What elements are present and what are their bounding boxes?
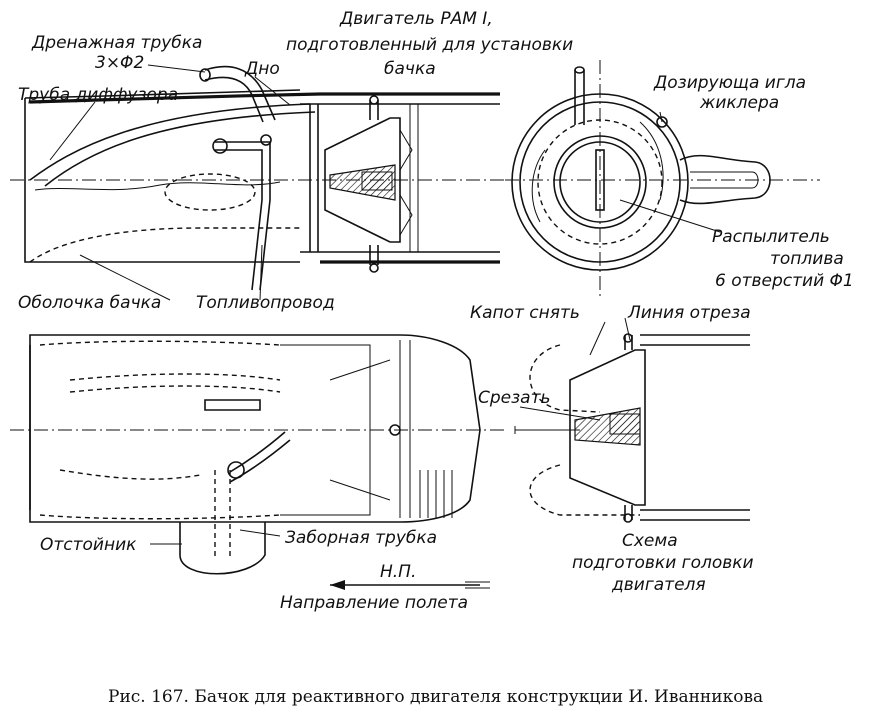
engine-head-scheme <box>514 333 750 523</box>
label-metering-needle-2: жиклера <box>699 93 779 113</box>
label-np: Н.П. <box>380 562 416 582</box>
label-cut-off: Срезать <box>478 388 551 408</box>
label-bottom: Дно <box>244 59 280 79</box>
label-engine-title-2: подготовленный для установки <box>286 35 573 55</box>
label-atomizer-2: топлива <box>770 249 844 269</box>
label-diffuser-tube: Труба диффузора <box>18 85 178 105</box>
label-metering-needle-1: Дозирующа игла <box>653 73 806 93</box>
label-remove-cowl: Капот снять <box>470 303 580 323</box>
label-scheme-1: Схема <box>622 531 678 551</box>
tank-side-view <box>10 65 505 291</box>
label-fuel-line: Топливопровод <box>196 293 335 313</box>
label-tank-shell: Оболочка бачка <box>18 293 161 313</box>
label-cut-line: Линия отреза <box>627 303 751 323</box>
label-atomizer-1: Распылитель <box>712 227 830 247</box>
flight-direction-arrow <box>330 580 490 590</box>
label-drain-tube: Дренажная трубка <box>31 33 202 53</box>
label-atomizer-3: 6 отверстий Φ1 <box>715 271 854 291</box>
label-scheme-3: двигателя <box>611 575 706 595</box>
leader-lines <box>49 64 721 545</box>
label-engine-title-3: бачка <box>384 59 436 79</box>
tank-front-view <box>505 60 820 300</box>
label-flight-direction: Направление полета <box>280 593 468 613</box>
label-intake-tube: Заборная трубка <box>285 528 437 548</box>
label-scheme-2: подготовки головки <box>572 553 754 573</box>
label-engine-title-1: Двигатель РАМ I, <box>339 9 493 29</box>
figure-caption: Рис. 167. Бачок для реактивного двигател… <box>108 687 763 707</box>
tank-bottom-view <box>10 334 505 575</box>
label-sump: Отстойник <box>40 535 137 555</box>
label-drain-tube-size: 3×Φ2 <box>95 53 144 73</box>
